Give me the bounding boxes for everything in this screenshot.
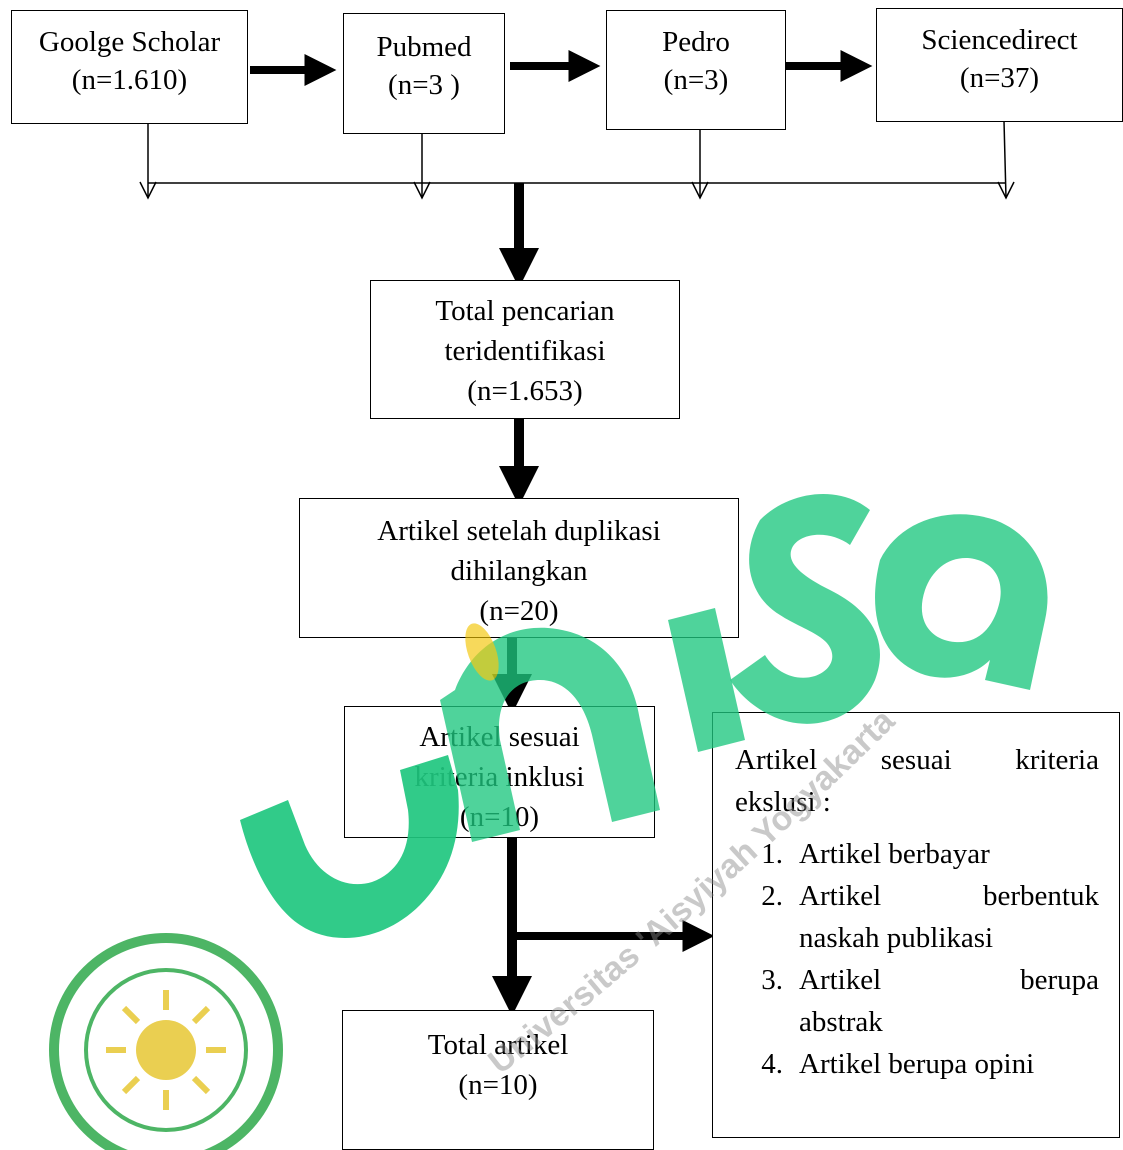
list-item-line1: Artikel berbentuk: [799, 875, 1099, 917]
inclusion-count: (n=10): [459, 801, 540, 833]
total-search-line2: teridentifikasi: [444, 335, 606, 367]
source-name: Pedro: [662, 26, 730, 58]
total-articles-count: (n=10): [458, 1069, 538, 1101]
list-item: 2. Artikel berbentuk naskah publikasi: [735, 875, 1099, 959]
list-item-number: 4.: [761, 1048, 783, 1080]
exclusion-header-word: kriteria: [1015, 744, 1099, 776]
total-search-box: Total pencarian teridentifikasi (n=1.653…: [370, 280, 680, 419]
list-item-text: Artikel berbayar: [799, 838, 990, 870]
list-item-text-block: Artikel berupa abstrak: [799, 959, 1099, 1043]
dedup-line1: Artikel setelah duplikasi: [377, 515, 661, 547]
source-count: (n=3): [663, 64, 729, 96]
source-name: Sciencedirect: [921, 24, 1078, 56]
exclusion-criteria-box: Artikel sesuai kriteria ekslusi : 1. Art…: [712, 712, 1120, 1138]
source-box-google-scholar: Goolge Scholar (n=1.610): [11, 10, 248, 124]
inclusion-line2: kriteria inklusi: [414, 761, 585, 793]
list-item-line1: Artikel berupa: [799, 959, 1099, 1001]
source-count: (n=3 ): [388, 69, 460, 101]
thin-drop-lines: [139, 120, 1015, 200]
list-item: 1. Artikel berbayar: [735, 833, 1099, 875]
list-item-line2: naskah publikasi: [799, 922, 994, 954]
list-item-line2: abstrak: [799, 1006, 883, 1038]
dedup-line2: dihilangkan: [450, 555, 588, 587]
dedup-box: Artikel setelah duplikasi dihilangkan (n…: [299, 498, 739, 638]
source-box-pedro: Pedro (n=3): [606, 10, 786, 130]
list-item-word: berbentuk: [983, 880, 1099, 912]
exclusion-header-line1: Artikel sesuai kriteria: [735, 739, 1099, 781]
source-box-pubmed: Pubmed (n=3 ): [343, 13, 505, 134]
inclusion-box: Artikel sesuai kriteria inklusi (n=10): [344, 706, 655, 838]
list-item-word: Artikel: [799, 880, 882, 912]
total-search-count: (n=1.653): [467, 375, 583, 407]
list-item-word: berupa: [1020, 964, 1099, 996]
list-item-word: Artikel: [799, 964, 882, 996]
total-search-line1: Total pencarian: [435, 295, 615, 327]
source-count: (n=1.610): [71, 64, 188, 96]
source-count: (n=37): [959, 62, 1040, 94]
exclusion-header-word: sesuai: [880, 744, 952, 776]
source-name: Goolge Scholar: [38, 26, 221, 58]
list-item: 3. Artikel berupa abstrak: [735, 959, 1099, 1043]
dedup-count: (n=20): [479, 595, 559, 627]
list-item: 4. Artikel berupa opini: [735, 1043, 1099, 1085]
list-item-text-block: Artikel berbentuk naskah publikasi: [799, 875, 1099, 959]
list-item-number: 1.: [761, 838, 783, 870]
list-item-text: Artikel berupa opini: [799, 1048, 1035, 1080]
exclusion-list: 1. Artikel berbayar 2. Artikel berbentuk…: [735, 833, 1099, 1085]
source-name: Pubmed: [376, 31, 472, 63]
total-articles-line1: Total artikel: [427, 1029, 569, 1061]
exclusion-header-line2: ekslusi :: [735, 786, 831, 818]
inclusion-line1: Artikel sesuai: [419, 721, 580, 753]
source-box-sciencedirect: Sciencedirect (n=37): [876, 8, 1123, 122]
list-item-number: 3.: [761, 964, 783, 996]
list-item-number: 2.: [761, 880, 783, 912]
exclusion-header-word: Artikel: [735, 744, 818, 776]
total-articles-box: Total artikel (n=10): [342, 1010, 654, 1150]
